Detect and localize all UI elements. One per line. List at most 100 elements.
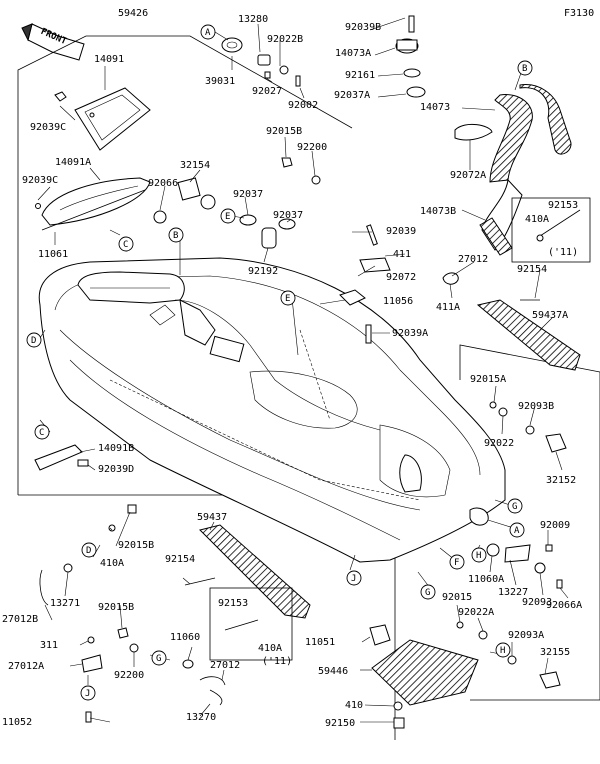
label-92093b: 92093B — [518, 401, 554, 412]
label-92153-top: 92153 — [548, 200, 578, 211]
label-92066a: 92066A — [546, 600, 582, 611]
label-92161: 92161 — [345, 70, 375, 81]
label-92037-b: 92037 — [273, 210, 303, 221]
label-13227: 13227 — [498, 587, 528, 598]
label-410a-left: 410A — [100, 558, 124, 569]
callout-g-right: G — [507, 498, 523, 514]
callout-j-bottom: J — [80, 685, 96, 701]
svg-text:B: B — [173, 231, 178, 241]
label-410a-top: 410A — [525, 214, 549, 225]
svg-text:G: G — [156, 654, 161, 664]
rail-59437a — [476, 299, 581, 371]
label-92093: 92093 — [522, 597, 552, 608]
rail-59437 — [199, 524, 311, 619]
callout-g-bottom: G — [151, 650, 167, 666]
svg-text:F: F — [454, 558, 459, 568]
lid-14091a — [41, 177, 151, 226]
callout-e-top: E — [220, 208, 236, 224]
label-11052: 11052 — [2, 717, 32, 728]
callout-c-top: C — [118, 236, 134, 252]
label-92200-top: 92200 — [297, 142, 327, 153]
front-arrow-icon — [21, 23, 85, 61]
svg-text:B: B — [522, 64, 527, 74]
label-27012-bottom: 27012 — [210, 660, 240, 671]
bolt-92039c-top — [54, 91, 67, 102]
label-11060: 11060 — [170, 632, 200, 643]
callout-e-mid: E — [280, 290, 296, 306]
label-92072a: 92072A — [450, 170, 486, 181]
svg-text:G: G — [512, 502, 517, 512]
label-11060a: 11060A — [468, 574, 504, 585]
label-13271: 13271 — [50, 598, 80, 609]
label-14091a: 14091A — [55, 157, 91, 168]
label-59437a: 59437A — [532, 310, 568, 321]
label-92022a: 92022A — [458, 607, 494, 618]
label-11051: 11051 — [305, 637, 335, 648]
callout-f: F — [449, 554, 465, 570]
label-92066: 92066 — [148, 178, 178, 189]
label-14073: 14073 — [420, 102, 450, 113]
label-92022b: 92022B — [267, 34, 303, 45]
callout-h-bottom: H — [495, 642, 511, 658]
cap-14073a — [395, 38, 419, 54]
label-14091: 14091 — [94, 54, 124, 65]
label-92037a: 92037A — [334, 90, 370, 101]
label-411a: 411A — [436, 302, 460, 313]
clamp-92037-right — [278, 218, 296, 230]
callout-a-right: A — [509, 522, 525, 538]
svg-text:J: J — [351, 574, 356, 584]
label-59437: 59437 — [197, 512, 227, 523]
label-92009: 92009 — [540, 520, 570, 531]
frame-line — [17, 35, 353, 495]
label-92200-bottom: 92200 — [114, 670, 144, 681]
label-32154: 32154 — [180, 160, 210, 171]
label-11061: 11061 — [38, 249, 68, 260]
label-410a-bottom: 410A — [258, 643, 282, 654]
svg-text:C: C — [39, 428, 44, 438]
label-92150: 92150 — [325, 718, 355, 729]
label-92037-a: 92037 — [233, 189, 263, 200]
svg-text:J: J — [85, 689, 90, 699]
label-92015-bottom: 92015 — [442, 592, 472, 603]
svg-text:A: A — [205, 28, 211, 38]
svg-text:H: H — [500, 646, 505, 656]
hull — [38, 257, 506, 563]
label-92002: 92002 — [288, 100, 318, 111]
leader-lines — [37, 17, 569, 723]
label-92072: 92072 — [386, 272, 416, 283]
label-410: 410 — [345, 700, 363, 711]
label-92027: 92027 — [252, 86, 282, 97]
svg-text:E: E — [225, 212, 230, 222]
callout-h-right: H — [471, 547, 487, 563]
label-92015a: 92015A — [470, 374, 506, 385]
cover-plate-14091 — [74, 87, 151, 151]
label-92039c-top: 92039C — [30, 122, 66, 133]
label-92015b-bottom: 92015B — [98, 602, 134, 613]
svg-text:E: E — [285, 294, 290, 304]
label-13270: 13270 — [186, 712, 216, 723]
label-11-top: ('11) — [548, 247, 578, 258]
svg-text:D: D — [31, 336, 36, 346]
callout-a-top: A — [200, 24, 216, 40]
label-92039b: 92039B — [345, 22, 381, 33]
callout-b-mid: B — [168, 227, 184, 243]
callout-d-hull: D — [26, 332, 42, 348]
label-92093a: 92093A — [508, 630, 544, 641]
svg-text:G: G — [425, 588, 430, 598]
label-311: 311 — [40, 640, 58, 651]
label-27012b: 27012B — [2, 614, 38, 625]
label-32152: 32152 — [546, 475, 576, 486]
label-92154-left: 92154 — [165, 554, 195, 565]
label-59446: 59446 — [318, 666, 348, 677]
label-411: 411 — [393, 249, 411, 260]
callout-d-left: D — [81, 542, 97, 558]
figure-code: F3130 — [564, 8, 594, 19]
label-13280: 13280 — [238, 14, 268, 25]
label-32155: 32155 — [540, 647, 570, 658]
label-92022: 92022 — [484, 438, 514, 449]
callout-b-top: B — [517, 60, 533, 76]
label-92192: 92192 — [248, 266, 278, 277]
svg-text:A: A — [514, 526, 520, 536]
